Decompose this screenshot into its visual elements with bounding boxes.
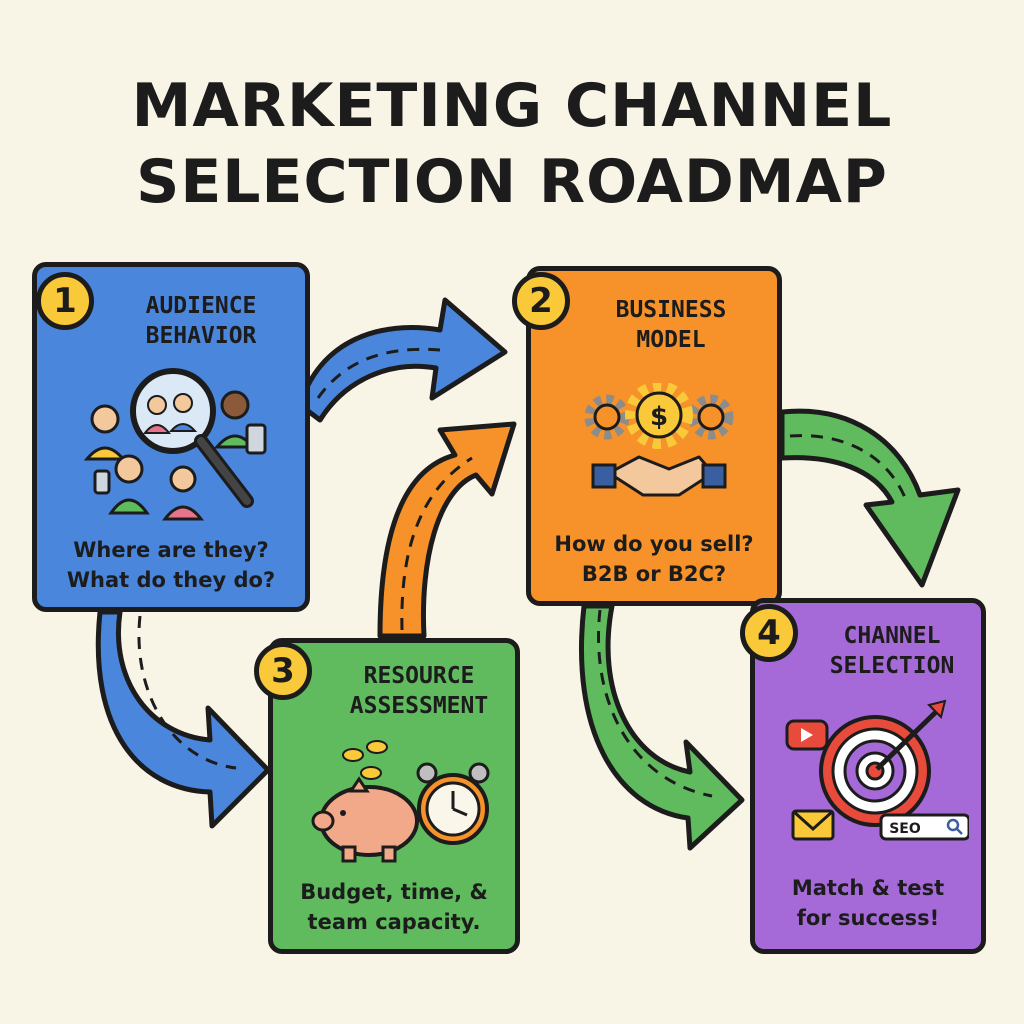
resource-illustration xyxy=(311,740,490,863)
step-title: CHANNEL SELECTION xyxy=(829,623,955,679)
target-icon xyxy=(819,699,947,827)
arrow-step3-to-step2 xyxy=(377,421,517,639)
arrow-step2-to-step4-lower xyxy=(578,603,745,851)
step-card-channel-selection: CHANNEL SELECTION SEO Match & test xyxy=(750,598,986,954)
phone-icon xyxy=(93,469,111,495)
coins-icon xyxy=(342,740,388,780)
step-caption: Match & test for success! xyxy=(791,876,945,930)
step-card-resource-assessment: RESOURCE ASSESSMENT Budget, time, & team xyxy=(268,638,520,954)
handshake-icon xyxy=(591,455,727,497)
step-number-badge: 2 xyxy=(512,272,570,330)
arrow-step1-to-step2 xyxy=(297,297,508,423)
email-icon xyxy=(791,809,835,841)
step-caption: How do you sell? B2B or B2C? xyxy=(554,532,754,586)
step-title: AUDIENCE BEHAVIOR xyxy=(145,293,257,349)
seo-label: SEO xyxy=(889,821,921,837)
magnifier-icon xyxy=(130,368,254,508)
business-illustration: $ xyxy=(584,383,734,497)
seo-search-icon: SEO xyxy=(879,813,969,841)
page-title: MARKETING CHANNEL SELECTION ROADMAP xyxy=(0,68,1024,220)
channel-illustration: SEO xyxy=(785,699,969,841)
step-number-badge: 1 xyxy=(36,272,94,330)
audience-illustration xyxy=(83,368,267,521)
people-icon xyxy=(83,390,257,521)
alarm-clock-icon xyxy=(416,762,490,845)
arrow-step1-to-step3 xyxy=(95,609,271,829)
svg-text:$: $ xyxy=(650,402,668,432)
play-button-icon xyxy=(785,719,829,751)
title-line-1: MARKETING CHANNEL xyxy=(131,71,893,141)
step-number-badge: 4 xyxy=(740,604,798,662)
step-card-business-model: BUSINESS MODEL $ How do you sell? B2B or… xyxy=(526,266,782,606)
step-number-badge: 3 xyxy=(254,642,312,700)
gears-dollar-icon: $ xyxy=(584,383,734,449)
step-title: BUSINESS MODEL xyxy=(615,297,727,353)
step-caption: Where are they? What do they do? xyxy=(66,538,276,592)
piggy-bank-icon xyxy=(311,776,419,863)
title-line-2: SELECTION ROADMAP xyxy=(136,147,888,217)
arrow-step2-to-step4 xyxy=(779,408,961,588)
step-caption: Budget, time, & team capacity. xyxy=(300,880,488,934)
tablet-icon xyxy=(245,423,267,455)
step-title: RESOURCE ASSESSMENT xyxy=(349,663,489,719)
